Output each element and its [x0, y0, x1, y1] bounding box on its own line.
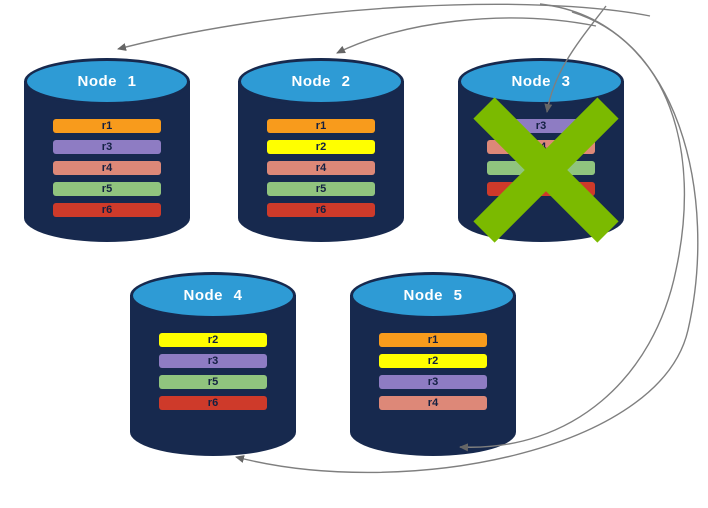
node-4: Node 4 r2 r3 r5 r6 — [130, 272, 296, 456]
replica-bar-r4: r4 — [379, 396, 487, 410]
node-title: Node 2 — [291, 73, 351, 90]
replica-bar-r6: r6 — [487, 182, 595, 196]
replica-bar-r5: r5 — [487, 161, 595, 175]
database-cylinder-top: Node 1 — [24, 58, 190, 105]
node-1: Node 1 r1 r3 r4 r5 r6 — [24, 58, 190, 242]
node-5: Node 5 r1 r2 r3 r4 — [350, 272, 516, 456]
replica-bar-r2: r2 — [267, 140, 375, 154]
replica-bar-r5: r5 — [53, 182, 161, 196]
database-cylinder-top: Node 4 — [130, 272, 296, 319]
replica-bar-r6: r6 — [267, 203, 375, 217]
replica-list: r3 r4 r5 r6 — [458, 119, 624, 196]
node-title: Node 4 — [183, 287, 243, 304]
replica-bar-r1: r1 — [267, 119, 375, 133]
replica-bar-r3: r3 — [53, 140, 161, 154]
replica-bar-r1: r1 — [379, 333, 487, 347]
replica-bar-r3: r3 — [159, 354, 267, 368]
node-2: Node 2 r1 r2 r4 r5 r6 — [238, 58, 404, 242]
replica-bar-r3: r3 — [379, 375, 487, 389]
arrow-node3-to-node1 — [117, 3, 651, 51]
database-cylinder-top: Node 2 — [238, 58, 404, 105]
replica-bar-r6: r6 — [53, 203, 161, 217]
replica-bar-r4: r4 — [267, 161, 375, 175]
replica-bar-r4: r4 — [487, 140, 595, 154]
arrow-node3-to-node2 — [336, 17, 597, 54]
database-cylinder-top: Node 5 — [350, 272, 516, 319]
replica-list: r1 r2 r3 r4 — [350, 333, 516, 410]
replica-list: r2 r3 r5 r6 — [130, 333, 296, 410]
replica-list: r1 r2 r4 r5 r6 — [238, 119, 404, 217]
database-cylinder-top: Node 3 — [458, 58, 624, 105]
replica-bar-r5: r5 — [159, 375, 267, 389]
replica-bar-r6: r6 — [159, 396, 267, 410]
replica-list: r1 r3 r4 r5 r6 — [24, 119, 190, 217]
replica-bar-r1: r1 — [53, 119, 161, 133]
node-title: Node 1 — [77, 73, 137, 90]
replica-bar-r3: r3 — [487, 119, 595, 133]
replica-bar-r4: r4 — [53, 161, 161, 175]
node-title: Node 5 — [403, 287, 463, 304]
node-title: Node 3 — [511, 73, 571, 90]
replica-bar-r2: r2 — [379, 354, 487, 368]
replica-bar-r5: r5 — [267, 182, 375, 196]
replica-bar-r2: r2 — [159, 333, 267, 347]
node-3: Node 3 r3 r4 r5 r6 — [458, 58, 624, 242]
